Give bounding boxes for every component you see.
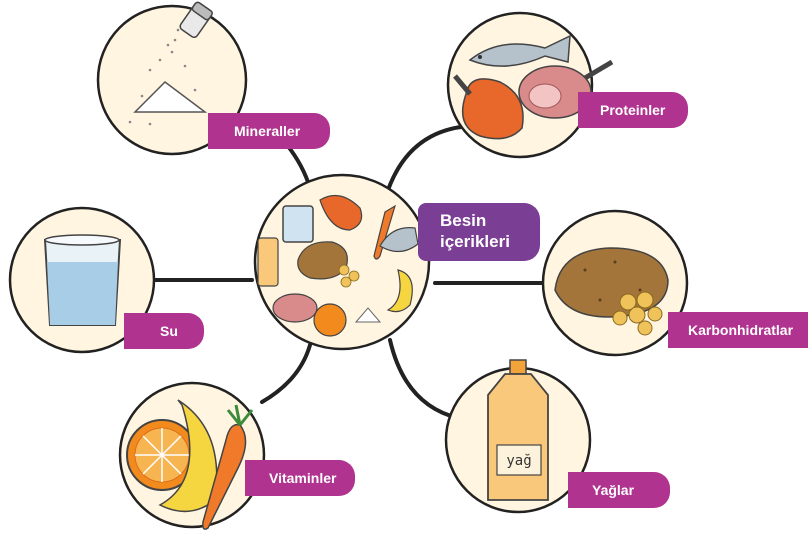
carbohydrates-illustration: [543, 211, 687, 355]
label-minerals: Mineraller: [208, 113, 330, 149]
center-title-line2: içerikleri: [440, 231, 540, 252]
connector-proteins: [388, 126, 470, 190]
center-title: Besin içerikleri: [418, 203, 540, 261]
connector-vitamins: [262, 345, 310, 402]
connector-fats: [390, 340, 458, 418]
proteins-illustration: [448, 13, 612, 157]
center-illustration: [255, 175, 429, 349]
label-water: Su: [124, 313, 204, 349]
label-proteins: Proteinler: [578, 92, 688, 128]
label-carbohydrates: Karbonhidratlar: [668, 312, 808, 348]
label-fats: Yağlar: [568, 472, 670, 508]
center-title-line1: Besin: [440, 210, 540, 231]
bottle-text: yağ: [506, 453, 531, 469]
vitamins-illustration: [120, 383, 264, 529]
label-vitamins: Vitaminler: [245, 460, 355, 496]
